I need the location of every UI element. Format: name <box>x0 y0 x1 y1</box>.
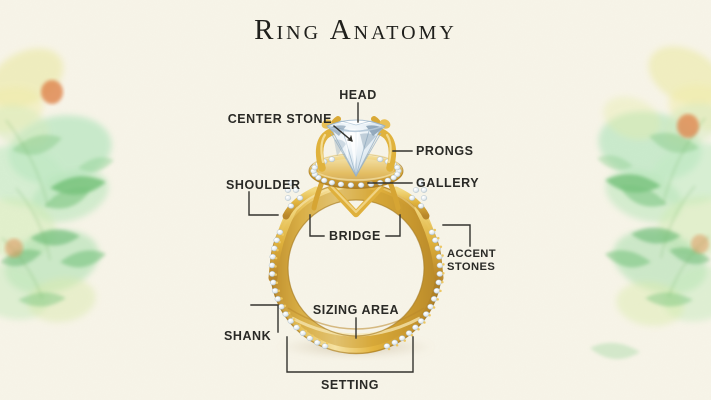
label-shoulder: SHOULDER <box>226 178 301 192</box>
accent-stones-right <box>383 180 445 351</box>
berry-left-2 <box>5 238 23 258</box>
accent-stones-left <box>268 180 329 349</box>
label-sizing-area: SIZING AREA <box>312 303 400 317</box>
label-accent-stones-line1: ACCENT <box>447 248 497 260</box>
leader-accent-stones <box>442 224 471 247</box>
label-accent-stones: ACCENT STONES <box>447 248 496 274</box>
label-prongs: PRONGS <box>416 144 474 158</box>
label-gallery: GALLERY <box>416 176 480 190</box>
leader-center-stone <box>333 125 353 142</box>
leader-bridge-left <box>309 214 325 237</box>
berry-right-1 <box>677 114 699 138</box>
ring-gallery <box>311 179 401 218</box>
label-center-stone: CENTER STONE <box>227 112 332 126</box>
berry-left-1 <box>41 80 63 104</box>
leader-bridge-right <box>385 214 401 237</box>
leader-shoulder <box>248 191 279 216</box>
center-stone-diamond <box>326 119 386 178</box>
page-title: Ring Anatomy <box>254 14 457 46</box>
label-head: HEAD <box>339 88 377 102</box>
berry-right-2 <box>691 234 709 254</box>
leader-setting <box>286 336 414 373</box>
label-shank: SHANK <box>224 329 272 343</box>
label-accent-stones-line2: STONES <box>447 261 496 274</box>
leader-shank <box>250 304 279 333</box>
label-setting: SETTING <box>320 378 380 392</box>
arrowhead-center-stone <box>347 135 353 142</box>
leaf-left-group <box>0 134 114 307</box>
label-bridge: BRIDGE <box>329 229 381 243</box>
